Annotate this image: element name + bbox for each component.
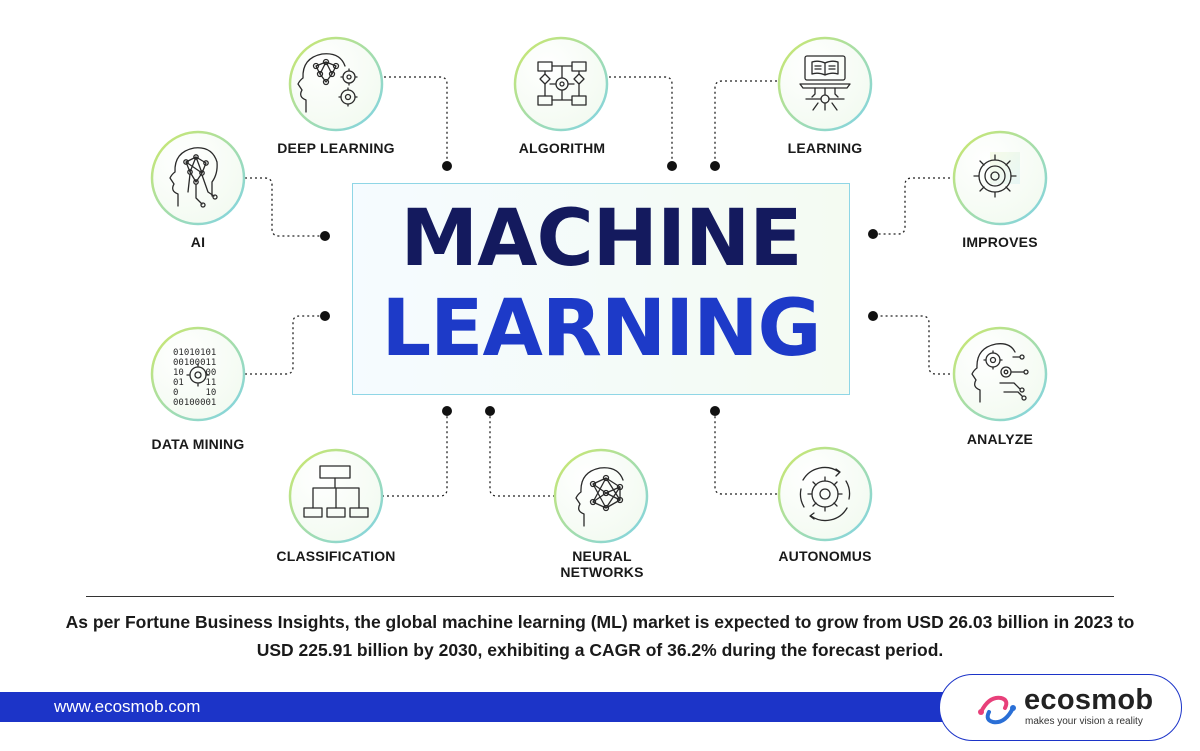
- head-neural-network-icon: [575, 467, 624, 527]
- title-line-2: LEARNING: [381, 284, 821, 374]
- connector-ai: [245, 177, 325, 237]
- circle-deep-learning: [288, 36, 384, 132]
- connector-dot: [485, 406, 495, 416]
- label-algorithm: ALGORITHM: [518, 140, 606, 156]
- connector-autonomus: [714, 411, 777, 495]
- connector-data-mining: [245, 315, 325, 375]
- circle-analyze: [952, 326, 1048, 422]
- divider: [86, 596, 1114, 597]
- binary-text: 01010101 00100011 10 00 01 11 0 10 00100…: [173, 348, 216, 408]
- binary-line: 01010101: [173, 348, 216, 358]
- connector-improves: [873, 177, 955, 235]
- gear-cycle-icon: [799, 466, 851, 522]
- binary-gear-icon: [186, 363, 210, 387]
- head-gears-circuit-icon: [971, 343, 1029, 403]
- label-classification: CLASSIFICATION: [276, 548, 396, 564]
- connector-dot: [442, 406, 452, 416]
- label-improves: IMPROVES: [962, 234, 1038, 250]
- binary-line: 0 10: [173, 388, 216, 398]
- footer-url[interactable]: www.ecosmob.com: [54, 697, 201, 716]
- connector-algorithm: [609, 76, 673, 166]
- label-ai: AI: [190, 234, 206, 250]
- center-box: [352, 183, 850, 395]
- binary-line: 00100001: [173, 398, 216, 408]
- connector-neural-networks: [489, 411, 555, 497]
- connector-deep-learning: [384, 76, 448, 166]
- logo-tagline: makes your vision a reality: [1025, 716, 1143, 727]
- label-data-mining: DATA MINING: [151, 436, 245, 452]
- connector-dot: [320, 231, 330, 241]
- connector-dot: [667, 161, 677, 171]
- label-neural-networks: NEURAL NETWORKS: [560, 548, 644, 580]
- connector-dot: [442, 161, 452, 171]
- binary-line: 01 11: [173, 378, 216, 388]
- connector-dot: [320, 311, 330, 321]
- logo-badge: [939, 674, 1182, 741]
- label-analyze: ANALYZE: [966, 431, 1034, 447]
- binary-line: 00100011: [173, 358, 216, 368]
- label-learning: LEARNING: [787, 140, 863, 156]
- connector-analyze: [873, 315, 955, 375]
- connector-lines: [245, 76, 955, 497]
- title-line-1: MACHINE: [400, 194, 802, 284]
- head-network-icon: [169, 147, 218, 208]
- circle-autonomus: [777, 446, 873, 542]
- connector-dot: [868, 311, 878, 321]
- gear-icon: [973, 152, 1020, 198]
- connector-dots: [320, 161, 878, 416]
- head-brain-gears-icon: [297, 53, 358, 113]
- connector-dot: [868, 229, 878, 239]
- circle-data-mining: [150, 326, 246, 422]
- circle-algorithm: [513, 36, 609, 132]
- logo-name: ecosmob: [1024, 684, 1154, 716]
- connector-dot: [710, 161, 720, 171]
- flowchart-gear-icon: [537, 61, 587, 106]
- footnote: As per Fortune Business Insights, the gl…: [65, 612, 1135, 660]
- connector-classification: [382, 411, 448, 497]
- connector-learning: [714, 80, 777, 166]
- label-deep-learning: DEEP LEARNING: [277, 140, 395, 156]
- ecosmob-logo-icon: [978, 695, 1016, 725]
- laptop-book-icon: [799, 55, 851, 111]
- hierarchy-icon: [303, 465, 369, 518]
- binary-line: 10 00: [173, 368, 216, 378]
- label-autonomus: AUTONOMUS: [778, 548, 872, 564]
- footer-bar: [0, 692, 1000, 722]
- connector-dot: [710, 406, 720, 416]
